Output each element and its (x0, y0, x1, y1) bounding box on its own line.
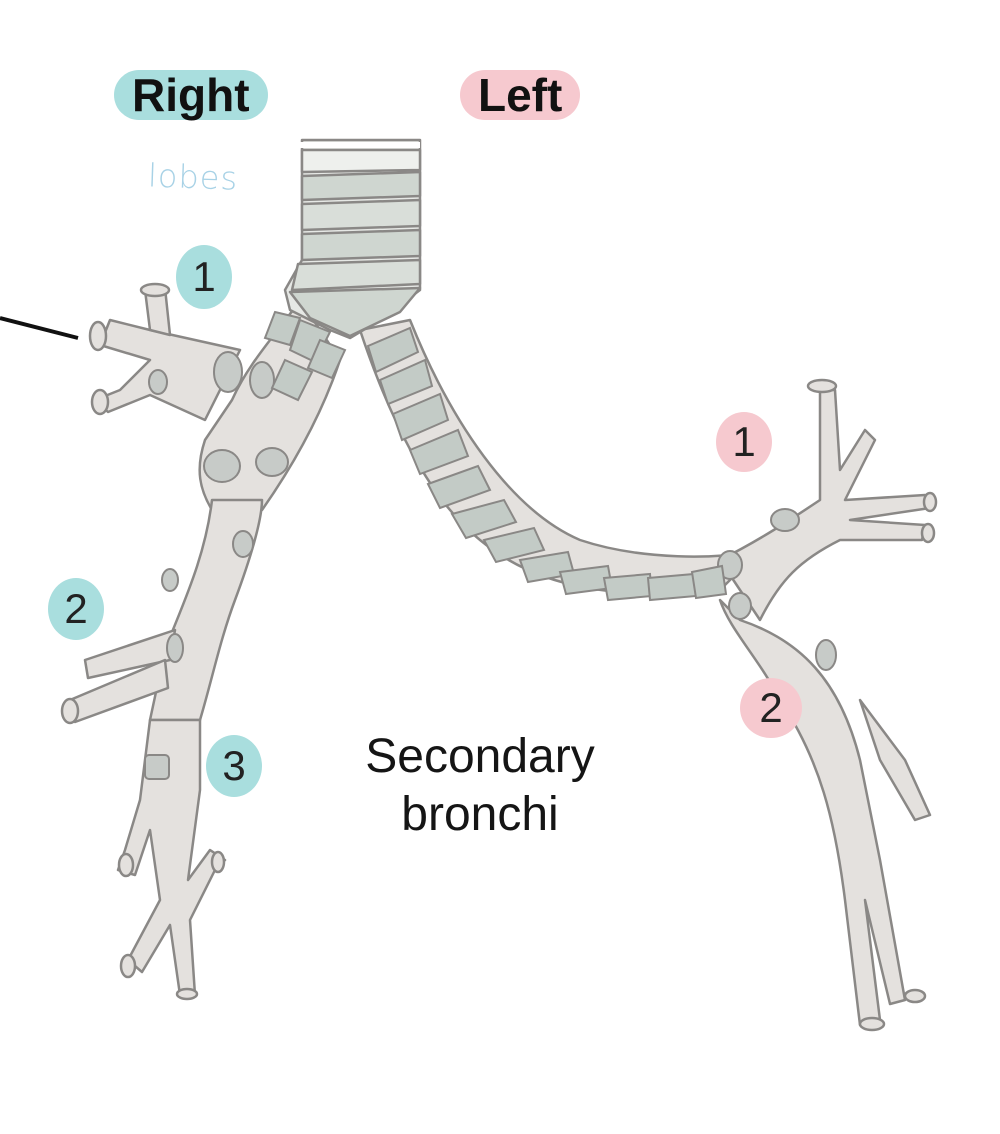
left-cartilage (717, 508, 837, 671)
trachea (283, 138, 422, 340)
right-cartilage (144, 351, 289, 780)
right-lobe-3-badge: 3 (206, 735, 262, 797)
left-lobe-2-badge: 2 (740, 678, 802, 738)
left-bronchus-rings (366, 326, 728, 602)
caption-line-2: bronchi (401, 788, 559, 841)
left-bronchus (358, 318, 938, 1032)
right-lobe-1-badge: 1 (176, 245, 232, 309)
left-side-label: Left (460, 70, 581, 120)
right-bronchus-rings (263, 310, 347, 402)
left-lobe-1-badge: 1 (716, 412, 772, 472)
secondary-bronchi-caption: Secondary bronchi (330, 728, 630, 844)
pointer-line (0, 316, 79, 340)
caption-line-1: Secondary (365, 730, 595, 783)
lobes-handwritten-note: lobes (147, 156, 239, 198)
right-bronchus (60, 282, 342, 1001)
right-lobe-2-badge: 2 (48, 578, 104, 640)
right-side-label: Right (114, 70, 268, 120)
